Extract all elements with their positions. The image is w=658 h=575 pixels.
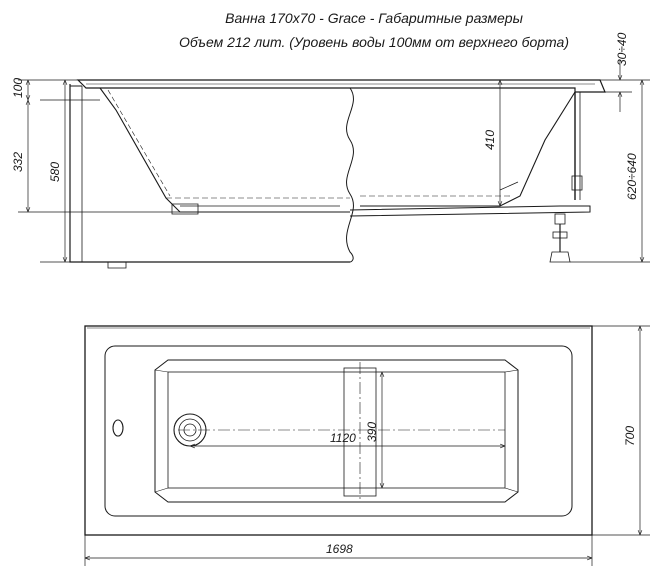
dim-width-label: 700 <box>623 426 637 446</box>
break-line <box>346 87 354 263</box>
dim-rim-label: 100 <box>11 78 25 98</box>
dim-total-height-label: 580 <box>48 162 62 182</box>
dim-inner-length-label: 1120 <box>330 431 356 445</box>
overflow-hole <box>112 419 124 437</box>
rim-inner <box>104 345 573 517</box>
dim-length-label: 1698 <box>326 542 353 556</box>
front-apron <box>69 84 350 263</box>
dim-leg-adjust-label: 30÷40 <box>615 32 629 66</box>
basin-wall-left <box>99 87 350 213</box>
top-view <box>84 325 593 536</box>
drawing-title: Ванна 170x70 - Grace - Габаритные размер… <box>225 10 523 26</box>
adjustable-leg <box>549 213 571 263</box>
dim-water-label: 410 <box>483 130 497 150</box>
dim-inner-depth-label: 332 <box>11 152 25 172</box>
dim-inner-width-label: 390 <box>365 422 379 442</box>
support-frame <box>349 205 591 217</box>
bath-outline <box>84 325 593 536</box>
dim-height-range-label: 620÷640 <box>625 153 639 200</box>
drain-fitting <box>171 203 199 215</box>
drawing-subtitle: Объем 212 лит. (Уровень воды 100мм от ве… <box>178 34 569 50</box>
side-view <box>69 79 606 269</box>
bath-rim <box>76 79 606 93</box>
